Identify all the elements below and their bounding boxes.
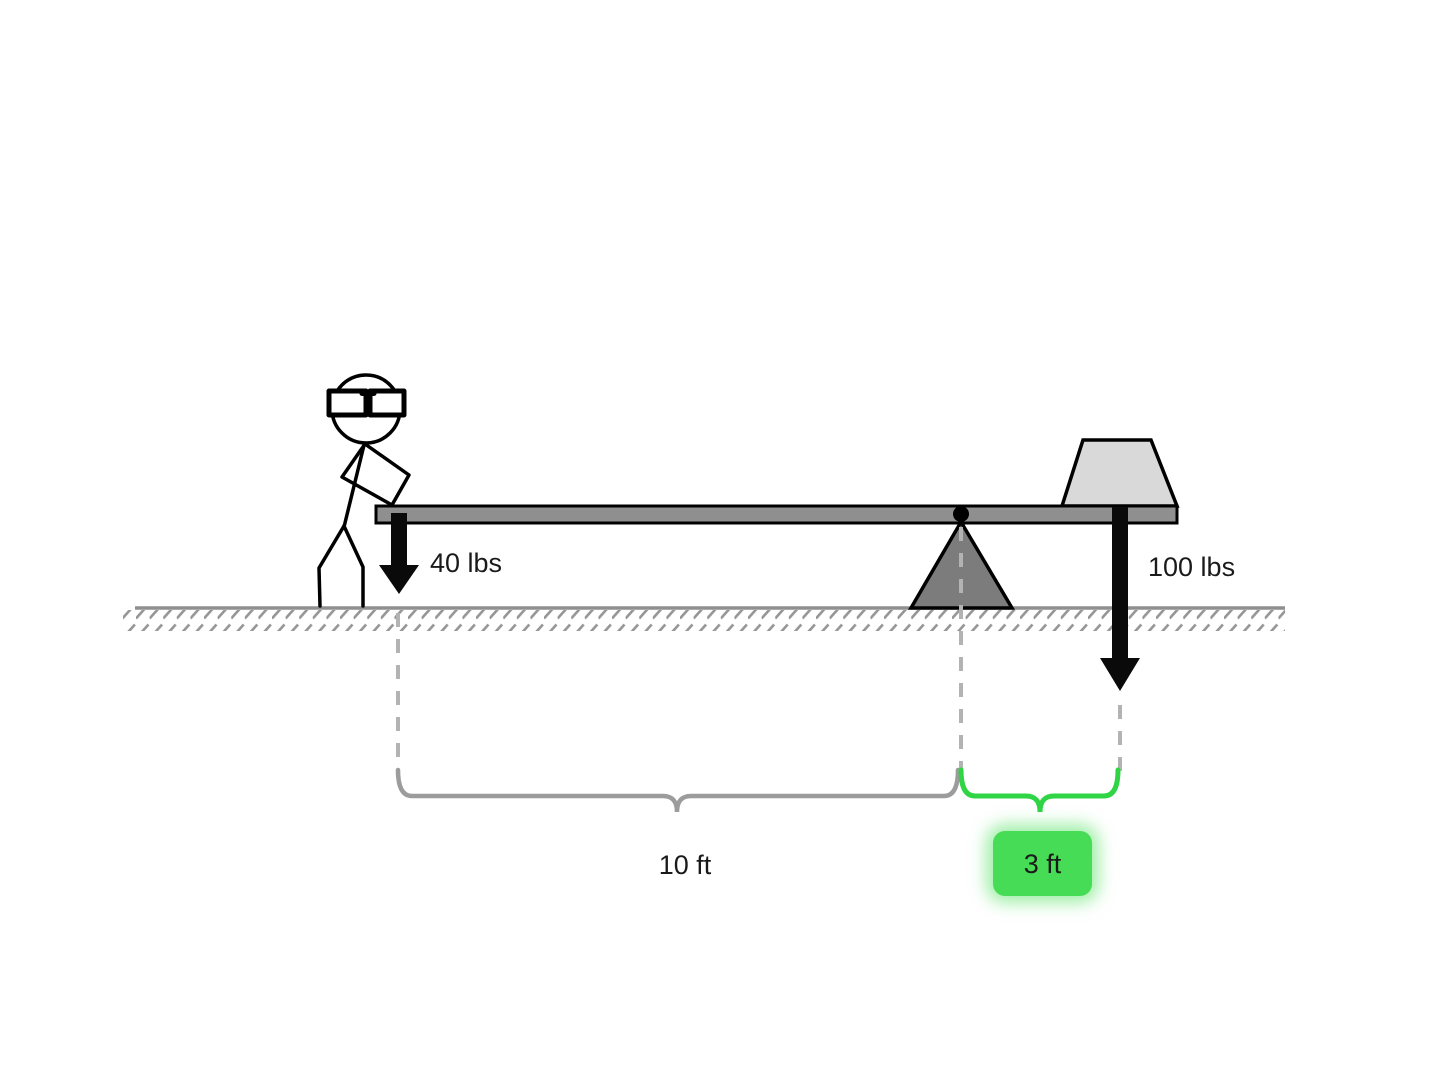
figure-arm-left (340, 442, 394, 507)
left-distance-label: 10 ft (658, 850, 712, 880)
left-arrow-head (379, 565, 419, 594)
pivot-dot (953, 506, 969, 522)
left-arrow-shaft (391, 513, 407, 567)
left-distance-brace (395, 767, 961, 813)
weight-block (1059, 438, 1180, 508)
figure-leg-right (342, 524, 365, 608)
right-distance-label: 3 ft (1023, 848, 1062, 879)
right-arrow-head (1100, 658, 1140, 691)
figure-leg-left (317, 524, 346, 608)
left-force-arrow (379, 513, 419, 594)
right-force-label: 100 lbs (1148, 552, 1236, 582)
left-force-label: 40 lbs (430, 548, 503, 578)
ground-hatching (123, 610, 1285, 631)
right-distance-highlight-box: 3 ft (993, 831, 1092, 896)
right-force-arrow (1100, 507, 1140, 691)
lever-plank (374, 504, 1179, 525)
stick-figure (317, 373, 411, 608)
right-arrow-shaft (1112, 507, 1128, 660)
figure-arm-right (363, 442, 411, 507)
right-distance-brace (958, 767, 1121, 813)
glasses-left-lens (326, 388, 369, 418)
